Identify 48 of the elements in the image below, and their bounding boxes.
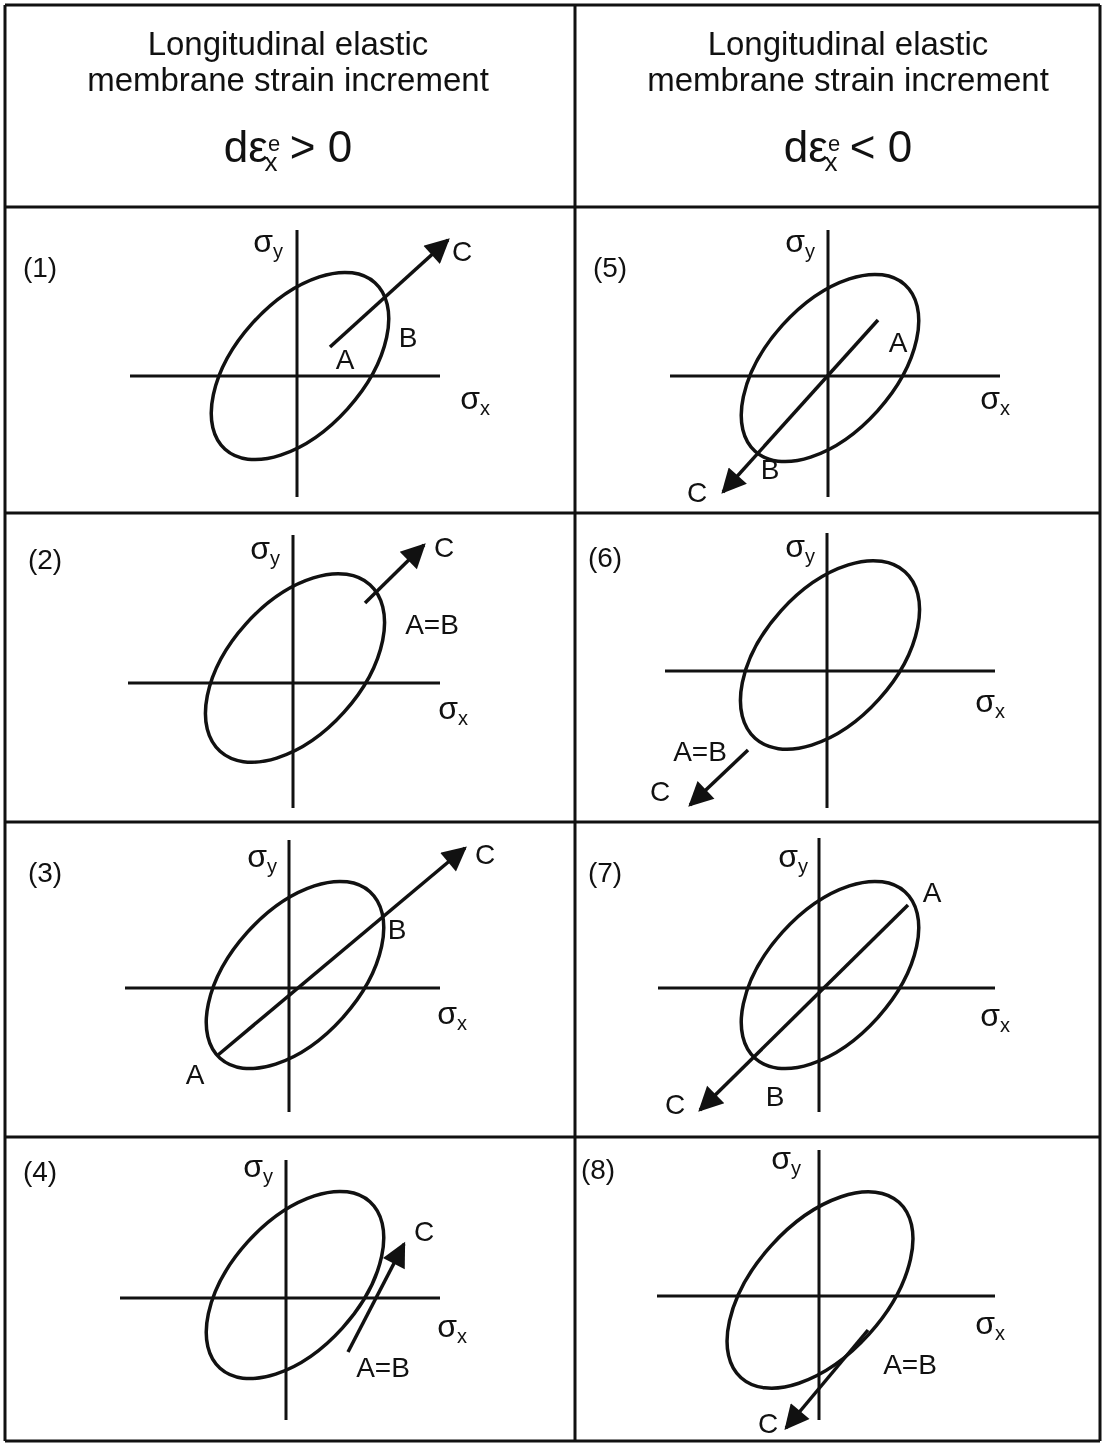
point-label: A=B	[883, 1351, 937, 1379]
axis-label: σ$_{x}$	[437, 1310, 467, 1346]
point-label: C	[649, 778, 671, 806]
point-label: C	[757, 1410, 779, 1438]
axis-label: σ$_{y}$	[771, 1142, 801, 1178]
point-label: B	[765, 1083, 785, 1111]
axis-label: σ$_{x}$	[975, 1307, 1005, 1343]
axis-label: σ$_{x}$	[438, 692, 468, 728]
panel-number: (6)	[587, 544, 623, 572]
point-label: B	[398, 324, 418, 352]
point-label: C	[474, 841, 496, 869]
axis-label: σ$_{y}$	[253, 225, 283, 261]
point-label: A	[335, 346, 355, 374]
axis-label: σ$_{x}$	[975, 685, 1005, 721]
strain-condition-formula: dε$^{e}$$_{x}$ > 0	[223, 124, 353, 176]
panel-number: (8)	[580, 1156, 616, 1184]
axis-label: σ$_{x}$	[460, 382, 490, 418]
point-label: A	[922, 879, 942, 907]
panel-number: (4)	[22, 1158, 58, 1186]
point-label: A=B	[405, 611, 459, 639]
point-label: C	[433, 534, 455, 562]
point-label: C	[664, 1091, 686, 1119]
point-label: A	[185, 1061, 205, 1089]
point-label: B	[760, 456, 780, 484]
panel-number: (2)	[27, 546, 63, 574]
axis-label: σ$_{y}$	[247, 840, 277, 876]
point-label: A	[888, 329, 908, 357]
axis-label: σ$_{y}$	[778, 840, 808, 876]
panel-number: (5)	[592, 254, 628, 282]
header-title: Longitudinal elastic membrane strain increment	[646, 26, 1050, 98]
point-label: C	[413, 1218, 435, 1246]
point-label: A=B	[356, 1354, 410, 1382]
strain-condition-formula: dε$^{e}$$_{x}$ < 0	[783, 124, 913, 176]
axis-label: σ$_{y}$	[785, 225, 815, 261]
axis-label: σ$_{x}$	[980, 999, 1010, 1035]
point-label: A=B	[673, 738, 727, 766]
point-label: C	[451, 238, 473, 266]
panel-number: (3)	[27, 859, 63, 887]
axis-label: σ$_{y}$	[785, 530, 815, 566]
axis-label: σ$_{x}$	[980, 382, 1010, 418]
axis-label: σ$_{x}$	[437, 997, 467, 1033]
panel-number: (7)	[587, 859, 623, 887]
point-label: B	[387, 916, 407, 944]
axis-label: σ$_{y}$	[250, 532, 280, 568]
point-label: C	[686, 479, 708, 507]
axis-label: σ$_{y}$	[243, 1150, 273, 1186]
panel-number: (1)	[22, 254, 58, 282]
header-title: Longitudinal elastic membrane strain increment	[86, 26, 490, 98]
